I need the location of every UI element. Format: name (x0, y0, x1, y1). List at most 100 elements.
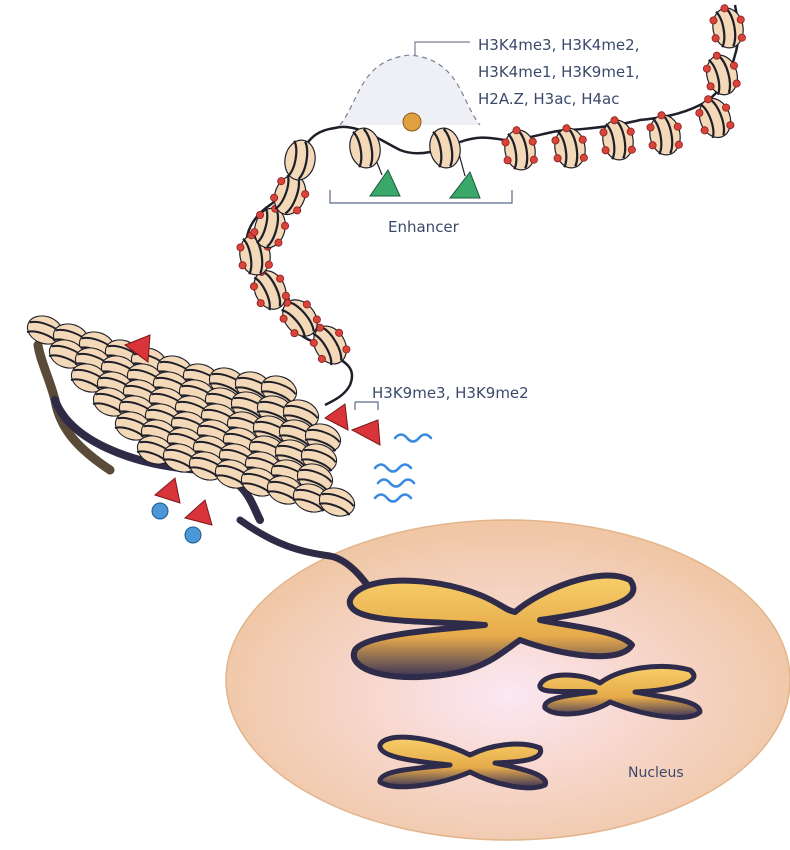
activator-triangle (369, 168, 401, 197)
acetyl-mark (726, 121, 735, 130)
acetyl-mark (732, 79, 741, 88)
nucleus (225, 519, 790, 841)
acetyl-mark (281, 291, 290, 300)
acetyl-mark (599, 128, 608, 137)
heterochromatin-fiber (26, 315, 356, 517)
acetyl-mark (528, 137, 537, 146)
chromosome-small (377, 734, 548, 791)
acetyl-mark (270, 193, 279, 202)
acetyl-mark (551, 136, 560, 145)
active-marks-line1: H3K4me3, H3K4me2, (478, 36, 639, 54)
nucleosome (284, 139, 316, 181)
acetyl-mark (276, 274, 285, 283)
acetyl-mark (702, 64, 711, 73)
repressive-triangle (153, 477, 181, 504)
acetyl-mark (281, 221, 290, 230)
acetyl-mark (503, 156, 512, 165)
acetyl-mark (736, 15, 745, 24)
nucleosome (250, 204, 290, 249)
nucleosome (318, 487, 356, 517)
nucleosome (309, 323, 351, 366)
repressive-triangle (350, 419, 381, 446)
wave-icon (373, 433, 433, 503)
acetyl-mark (657, 111, 666, 120)
acetyl-mark (293, 206, 302, 215)
acetyl-mark (256, 210, 265, 219)
acetyl-mark (712, 51, 721, 60)
acetyl-mark (674, 140, 683, 149)
nucleosome (279, 298, 321, 338)
acetyl-mark (264, 260, 273, 269)
acetyl-mark (695, 109, 704, 118)
repressive-triangle (324, 403, 349, 431)
nucleosome (349, 127, 381, 169)
acetyl-mark (249, 282, 258, 291)
acetyl-mark (312, 315, 321, 324)
activator-triangle (448, 170, 481, 199)
transcription-factor (402, 112, 422, 132)
acetyl-mark (673, 122, 682, 131)
nucleosome (709, 4, 746, 49)
enhancer-label: Enhancer (388, 218, 460, 236)
repressive-marks-callout: H3K9me3, H3K9me2 (354, 384, 529, 410)
acetyl-mark (529, 155, 538, 164)
acetyl-mark (722, 103, 731, 112)
acetyl-mark (290, 329, 299, 338)
nucleosome (646, 111, 683, 156)
acetyl-mark (553, 154, 562, 163)
active-marks-callout: H3K4me3, H3K4me2, H3K4me1, H3K9me1, H2A.… (478, 36, 639, 108)
nucleosome (599, 116, 636, 161)
nucleosome (551, 124, 588, 169)
acetyl-mark (274, 238, 283, 247)
nucleosome (702, 51, 741, 96)
acetyl-mark (512, 126, 521, 135)
acetyl-mark (562, 124, 571, 133)
chromosome-large (346, 572, 637, 681)
enhancer-region: Enhancer (329, 41, 513, 236)
nucleosome (501, 126, 538, 171)
acetyl-mark (238, 261, 247, 270)
acetyl-mark (302, 300, 311, 309)
repressive-marks-label: H3K9me3, H3K9me2 (372, 384, 529, 402)
acetyl-mark (301, 190, 310, 199)
acetyl-mark (729, 61, 738, 70)
acetyl-mark (236, 243, 245, 252)
acetyl-mark (706, 82, 715, 91)
nucleosome (695, 95, 735, 139)
acetyl-mark (315, 323, 324, 332)
acetyl-mark (627, 145, 636, 154)
acetyl-mark (648, 141, 657, 150)
acetyl-mark (277, 177, 286, 186)
acetyl-mark (579, 153, 588, 162)
acetyl-mark (601, 146, 610, 155)
repressive-triangle (183, 499, 213, 526)
acetyl-mark (501, 138, 510, 147)
nucleosome (249, 267, 290, 311)
blue-circle (184, 526, 202, 544)
acetyl-mark (626, 127, 635, 136)
acetyl-mark (720, 4, 729, 13)
blue-circle (151, 502, 169, 520)
nucleus-label: Nucleus (628, 765, 684, 781)
acetyl-mark (711, 34, 720, 43)
acetyl-mark (342, 345, 351, 354)
acetyl-mark (704, 95, 713, 104)
nucleosome (429, 127, 461, 169)
acetyl-mark (578, 135, 587, 144)
acetyl-mark (250, 228, 259, 237)
acetyl-mark (309, 338, 318, 347)
acetyl-mark (737, 33, 746, 42)
repressive-triangle (123, 334, 151, 363)
active-marks-line3: H2A.Z, H3ac, H4ac (478, 90, 619, 108)
acetyl-mark (256, 299, 265, 308)
chromosome-medium (537, 663, 703, 720)
acetyl-mark (700, 126, 709, 135)
euchromatin-nucleosomes (236, 4, 746, 366)
acetyl-mark (279, 314, 288, 323)
acetyl-mark (709, 16, 718, 25)
acetyl-mark (610, 116, 619, 125)
acetyl-mark (646, 123, 655, 132)
acetyl-mark (335, 328, 344, 337)
acetyl-mark (317, 354, 326, 363)
